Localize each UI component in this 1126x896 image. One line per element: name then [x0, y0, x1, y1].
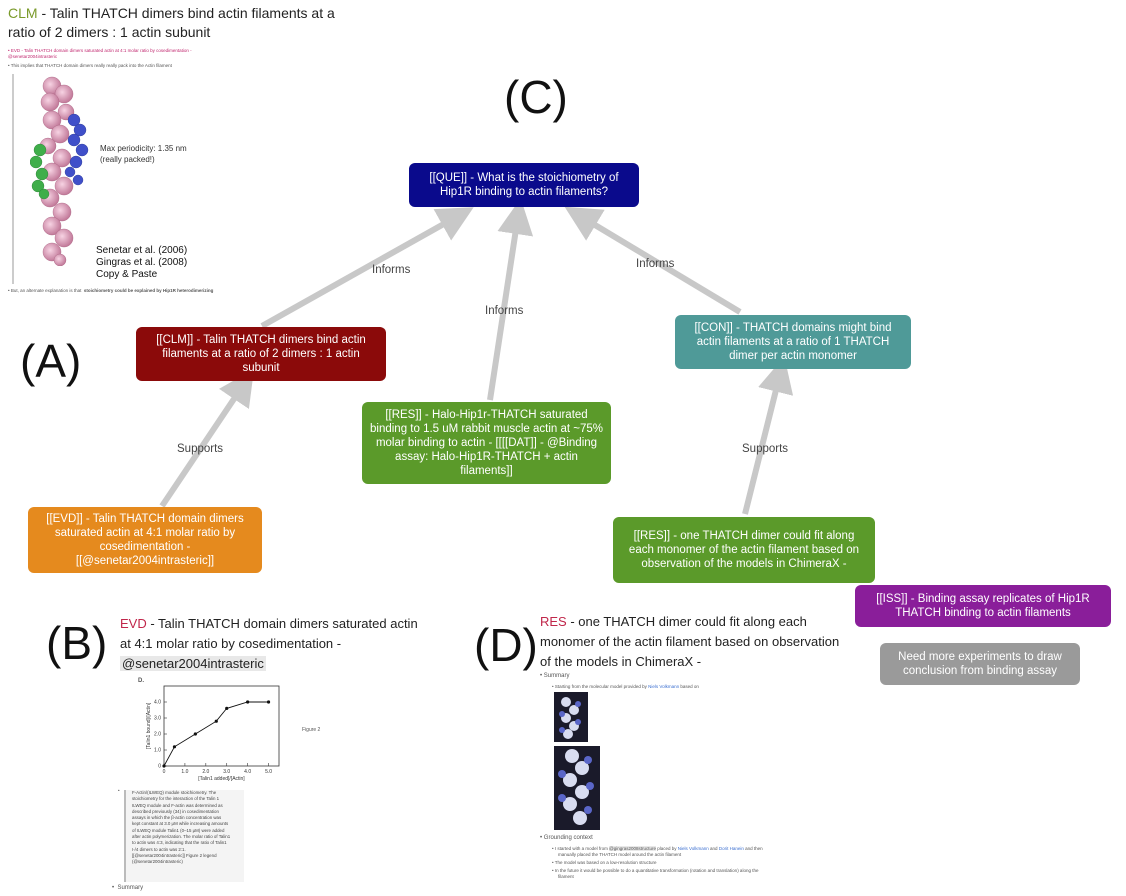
gingras-citation[interactable]: @gingras2008structure [609, 846, 656, 851]
data-point [193, 732, 197, 736]
y-tick-label: 4.0 [154, 700, 161, 706]
x-tick-label: 2.0 [202, 769, 209, 775]
node-res-chimerax[interactable]: [[RES]] - one THATCH dimer could fit alo… [613, 517, 875, 583]
outline-implication: • This implies that THATCH domain dimers… [8, 63, 172, 68]
node-evd[interactable]: [[EVD]] - Talin THATCH domain dimers sat… [28, 507, 262, 573]
x-axis-label: [Talin1 added]/[Actin] [198, 776, 245, 782]
quote-line: assays in which the β-actin concentratio… [132, 815, 222, 821]
plot-frame [163, 685, 280, 767]
x-tick-label: 3.0 [223, 769, 230, 775]
actin-filament-model-image [30, 76, 89, 266]
edge-evd-clm [159, 369, 255, 508]
edge-label-supports-2: Supports [742, 443, 789, 455]
periodicity-annotation: Max periodicity: 1.35 nm (really packed!… [100, 144, 187, 164]
quote-line: F-Actin/(ILWEQ) module stoichiometry. Th… [132, 790, 217, 795]
plot-panel-label: D. [138, 678, 144, 684]
bullet-b: • [118, 788, 120, 793]
panel-a-title-text: - Talin THATCH dimers bind actin filamen… [8, 5, 335, 40]
data-point [162, 764, 166, 768]
grounding-item-1: • I started with a model from @gingras20… [552, 846, 763, 851]
data-point [225, 706, 229, 710]
edge-label-informs-3: Informs [636, 258, 675, 270]
node-que[interactable]: [[QUE]] - What is the stoichiometry of H… [409, 163, 639, 207]
citation-2: Gingras et al. (2008) [96, 257, 188, 268]
y-tick-label: 1.0 [154, 748, 161, 754]
node-note[interactable]: Need more experiments to draw conclusion… [880, 643, 1080, 685]
citation-3: Copy & Paste [96, 269, 158, 280]
grounding-context-heading: • Grounding context [540, 835, 593, 841]
edge-label-informs-2: Informs [485, 305, 524, 317]
panel-label-b: (B) [46, 617, 108, 669]
panel-label-c: (C) [504, 71, 568, 123]
y-tick-label: 0 [158, 764, 161, 770]
evd-tag: EVD [120, 616, 147, 631]
summary-item: • Starting from the molecular model prov… [552, 684, 699, 689]
edge-res2-con [742, 356, 794, 515]
edge-clm-que [260, 207, 474, 329]
grounding-item-2: • The model was based on a low-resolutio… [552, 860, 657, 865]
citation-1: Senetar et al. (2006) [96, 245, 188, 256]
node-clm[interactable]: [[CLM]] - Talin THATCH dimers bind actin… [136, 327, 386, 381]
y-tick-label: 2.0 [154, 732, 161, 738]
summary-b: • Summary [112, 885, 144, 891]
edge-label-informs-1: Informs [372, 264, 411, 276]
quote-line: kept constant at 3.0 μM while increasing… [132, 821, 229, 827]
y-axis-label: [Talin1 bound]/[Actin] [146, 702, 152, 749]
quote-line: ILWEQ module and F-actin was determined … [132, 802, 223, 808]
quote-line: after actin polymerization. The molar ra… [132, 834, 231, 840]
data-point [246, 700, 250, 704]
data-point [266, 700, 271, 704]
edge-label-supports-1: Supports [177, 443, 224, 455]
x-tick-label: 4.0 [244, 769, 251, 775]
quote-line: stoichiometry for the interaction of the… [132, 796, 220, 802]
edge-res1-que [487, 198, 534, 401]
panel-label-a: (A) [20, 335, 82, 387]
figure-caption: Figure 2 [302, 727, 321, 733]
outline-guide-line [12, 74, 14, 284]
quote-line: of ILWEQ module Talin1 (0–15 μM) were ad… [132, 827, 225, 833]
quote-line: described previously (34) in cosedimenta… [132, 808, 219, 814]
x-tick-label: 0 [163, 769, 166, 775]
node-con[interactable]: [[CON]] - THATCH domains might bind acti… [675, 315, 911, 369]
panel-a-title: CLM - Talin THATCH dimers bind actin fil… [8, 4, 338, 42]
panel-d-title: RES - one THATCH dimer could fit along e… [540, 614, 840, 669]
panel-a-outline: • EVD - Talin THATCH domain dimers satur… [8, 48, 338, 69]
panel-label-d: (D) [474, 619, 538, 671]
summary-d: • Summary [540, 673, 570, 679]
quote-line: to actin was 4:3, indicating that the ra… [132, 840, 227, 846]
edge-con-que [564, 206, 742, 315]
evd-citation[interactable]: @senetar2004intrasteric [120, 656, 266, 671]
chimerax-model-image-1 [554, 692, 588, 742]
quote-line: (@senetar2004intrasteric) [132, 859, 183, 865]
node-res-binding[interactable]: [[RES]] - Halo-Hip1r-THATCH saturated bi… [362, 402, 611, 484]
grounding-context-items: • I started with a model from @gingras20… [552, 846, 822, 880]
x-tick-label: 1.0 [181, 769, 188, 775]
outline-evd-ref[interactable]: • EVD - Talin THATCH domain dimers satur… [8, 48, 192, 59]
x-tick-label: 5.0 [265, 769, 272, 775]
panel-b-title: EVD - Talin THATCH domain dimers saturat… [120, 616, 418, 671]
res-tag: RES [540, 614, 567, 629]
data-point [172, 745, 177, 749]
data-series-line [163, 701, 269, 767]
citation-block: Senetar et al. (2006) Gingras et al. (20… [96, 245, 187, 281]
outline-alternate-explanation: • But, an alternate explanation is that … [8, 288, 214, 293]
y-tick-label: 3.0 [154, 716, 161, 722]
node-iss[interactable]: [[ISS]] - Binding assay replicates of Hi… [855, 585, 1111, 627]
clm-tag: CLM [8, 5, 38, 21]
grounding-item-3: • In the future it would be possible to … [552, 868, 759, 873]
quote-line: I-/4 dimers to actin was 2:1. [132, 846, 186, 852]
evd-quote-block: F-Actin/(ILWEQ) module stoichiometry. Th… [124, 790, 244, 882]
data-point [214, 719, 218, 723]
quote-line: [[@senetar2004intrasteric]] Figure 2 leg… [132, 852, 217, 858]
chimerax-model-image-2 [554, 746, 600, 830]
